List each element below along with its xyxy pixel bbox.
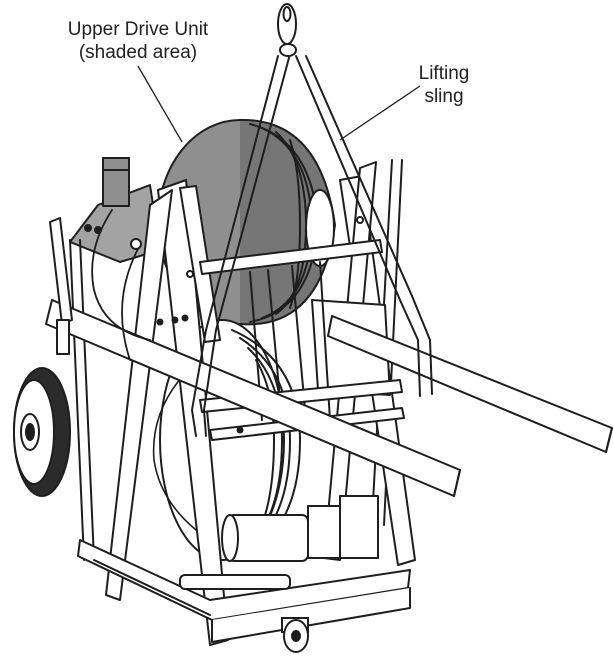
- label-upper-drive-unit: Upper Drive Unit (shaded area): [58, 18, 218, 64]
- label-lifting-sling-line2: sling: [424, 86, 464, 107]
- lifting-sling: [190, 53, 433, 437]
- caster-wheel-icon: [281, 617, 309, 653]
- label-upper-drive-unit-line2: (shaded area): [78, 42, 198, 63]
- wheel-icon: [13, 367, 71, 497]
- lifting-hook-icon: [277, 3, 297, 57]
- leader-line-drive: [137, 65, 183, 143]
- base-frame: [77, 539, 411, 621]
- leader-line-sling: [339, 85, 421, 141]
- label-lifting-sling: Lifting sling: [404, 62, 484, 108]
- label-upper-drive-unit-line1: Upper Drive Unit: [67, 19, 209, 40]
- label-lifting-sling-line1: Lifting: [418, 63, 470, 84]
- lower-motor: [179, 495, 379, 590]
- motor-box: [102, 157, 130, 207]
- rear-handle: [49, 217, 73, 325]
